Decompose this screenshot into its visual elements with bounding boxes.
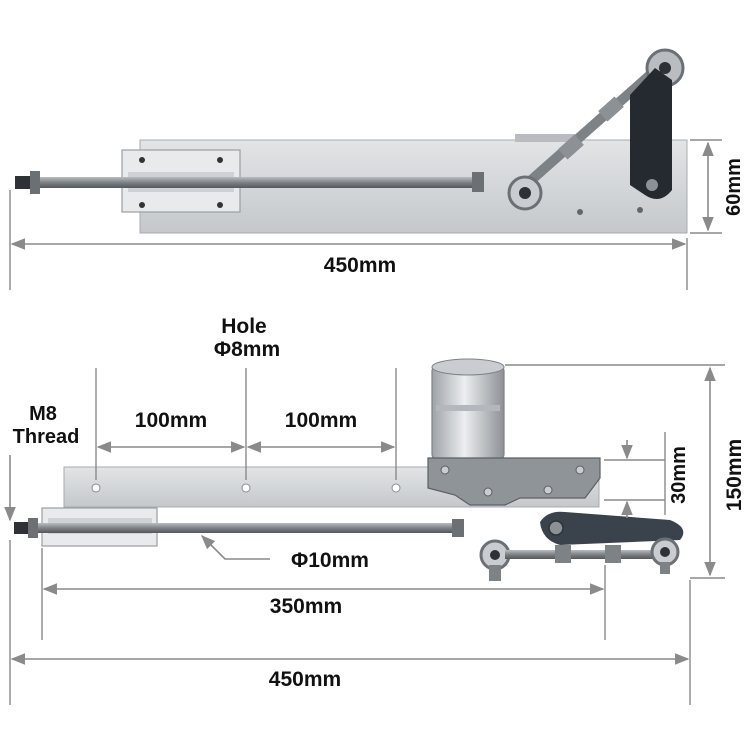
side-rod-diameter-label: Φ10mm — [291, 549, 369, 572]
top-motor-edge — [515, 134, 575, 142]
side-rod-end-stem — [489, 565, 501, 581]
side-plate-hole — [91, 483, 101, 493]
side-rod-end-nut — [452, 519, 464, 537]
top-length-label: 450mm — [324, 254, 396, 277]
top-crank-pivot — [646, 179, 658, 191]
top-link-rod — [515, 70, 655, 195]
side-motor-cap — [431, 358, 505, 376]
side-link-end-stem — [660, 562, 670, 574]
side-rod-nut — [28, 518, 38, 538]
top-height-label: 60mm — [723, 158, 745, 216]
side-rod-diameter-leader — [200, 534, 270, 560]
side-link-nut — [555, 545, 571, 563]
side-spacing-left-label: 100mm — [135, 409, 207, 432]
top-block-hole — [217, 202, 223, 208]
top-view: 450mm 60mm — [9, 48, 745, 290]
side-total-length-label: 450mm — [269, 668, 341, 691]
top-rod — [30, 177, 480, 188]
side-offset-label: 30mm — [668, 446, 690, 504]
side-rod — [30, 523, 460, 533]
side-view: 100mm 100mm Hole Φ8mm M8 Thread Φ10mm 35… — [4, 315, 746, 705]
top-upper-joint-hole — [659, 62, 671, 74]
top-crank-bracket — [630, 68, 672, 199]
side-link-rod — [505, 550, 665, 559]
top-rod-threaded-end — [15, 176, 33, 189]
side-height-label: 150mm — [723, 439, 746, 511]
side-plate-hole — [241, 483, 251, 493]
top-plate-screw — [577, 209, 583, 215]
side-gearbox-bolt — [543, 485, 553, 495]
side-hole-label-line1: Hole — [221, 315, 267, 338]
side-gearbox — [427, 457, 601, 506]
side-thread-label-line2: Thread — [13, 426, 80, 448]
side-link-end-joint-hole — [660, 547, 670, 557]
top-rod-end-joint-hole — [519, 187, 531, 199]
top-link-nut — [558, 134, 584, 160]
top-block-hole — [139, 157, 145, 163]
side-gearbox-bolt — [483, 487, 493, 497]
top-block-hole — [139, 202, 145, 208]
side-link-nut — [605, 545, 621, 563]
side-thread-label-line1: M8 — [29, 403, 57, 425]
side-motor-body — [431, 364, 505, 461]
top-rod-end-nut — [472, 172, 484, 192]
top-link-nut — [598, 96, 624, 122]
top-rod-nut — [30, 171, 40, 194]
side-rod-threaded-end — [14, 522, 32, 534]
side-crank-pivot — [548, 520, 564, 536]
side-motor-band — [436, 405, 500, 411]
side-crank-arm — [540, 511, 684, 545]
side-hole-label-line2: Φ8mm — [214, 338, 280, 361]
side-stroke-label: 350mm — [270, 595, 342, 618]
top-plate-screw — [637, 207, 643, 213]
side-spacing-right-label: 100mm — [285, 409, 357, 432]
side-gearbox-bolt — [440, 465, 450, 475]
top-block-hole — [217, 157, 223, 163]
side-gearbox-bolt — [575, 465, 585, 475]
side-rod-end-joint-hole — [490, 550, 500, 560]
side-plate-hole — [391, 483, 401, 493]
